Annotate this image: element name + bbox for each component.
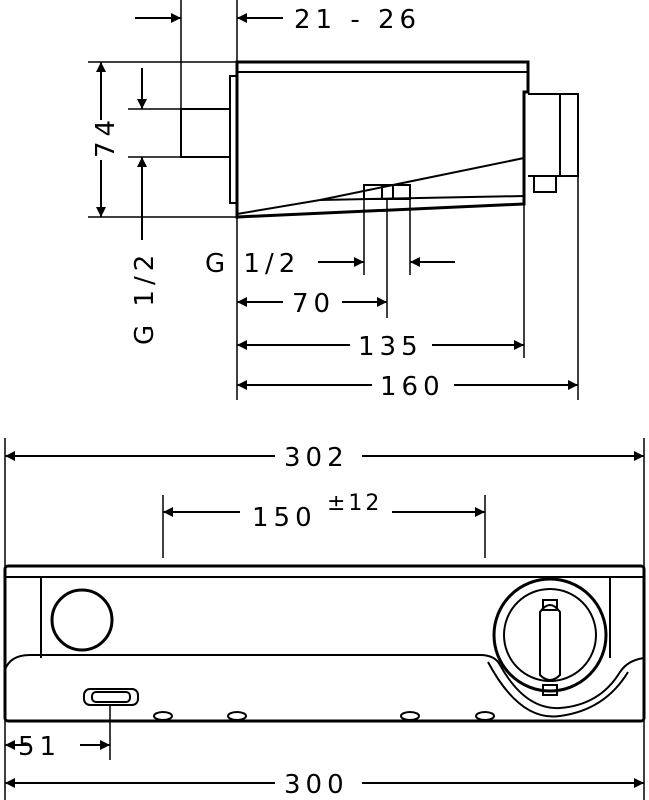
dimension-label-thread-horizontal: G 1/2 <box>205 249 300 279</box>
dimension-total-width: 302 <box>5 443 644 473</box>
side-view-body <box>180 60 579 219</box>
dimension-label-total-depth: 160 <box>380 372 445 402</box>
temperature-knob <box>492 577 608 696</box>
side-view: 21 - 26 74 G 1/2 G 1/2 70 <box>88 0 579 402</box>
dimension-outlet-offset: 70 <box>237 289 387 319</box>
dimension-height: 74 <box>91 62 121 217</box>
dimension-connection-distance: 150 ±12 <box>163 491 485 533</box>
dimension-outlet-position: 51 <box>5 732 110 762</box>
dimension-label-body-depth: 135 <box>358 332 423 362</box>
dimension-thread-horizontal: G 1/2 <box>205 249 455 279</box>
dimension-label-thread-vertical: G 1/2 <box>130 250 160 345</box>
dimension-label-outlet-offset: 70 <box>292 289 335 319</box>
dimension-depth-range: 21 - 26 <box>135 5 421 35</box>
outlet-spout <box>83 688 139 706</box>
dimension-thread-vertical: G 1/2 <box>130 68 160 345</box>
dimension-label-outlet-position: 51 <box>18 732 61 762</box>
dimension-label-depth-range: 21 - 26 <box>294 5 421 35</box>
thermostat-body <box>3 564 646 723</box>
dimension-label-body-width: 300 <box>284 770 349 800</box>
front-view: 302 150 ±12 <box>3 438 646 800</box>
flow-control-knob <box>50 588 114 652</box>
dimension-total-depth: 160 <box>237 372 578 402</box>
dimension-body-depth: 135 <box>237 332 524 362</box>
dimension-body-width: 300 <box>5 770 644 800</box>
dimension-label-connection-tolerance: ±12 <box>327 491 382 516</box>
dimension-label-height: 74 <box>91 115 121 158</box>
dimension-label-connection-distance: 150 <box>252 503 317 533</box>
dimension-label-total-width: 302 <box>284 443 349 473</box>
